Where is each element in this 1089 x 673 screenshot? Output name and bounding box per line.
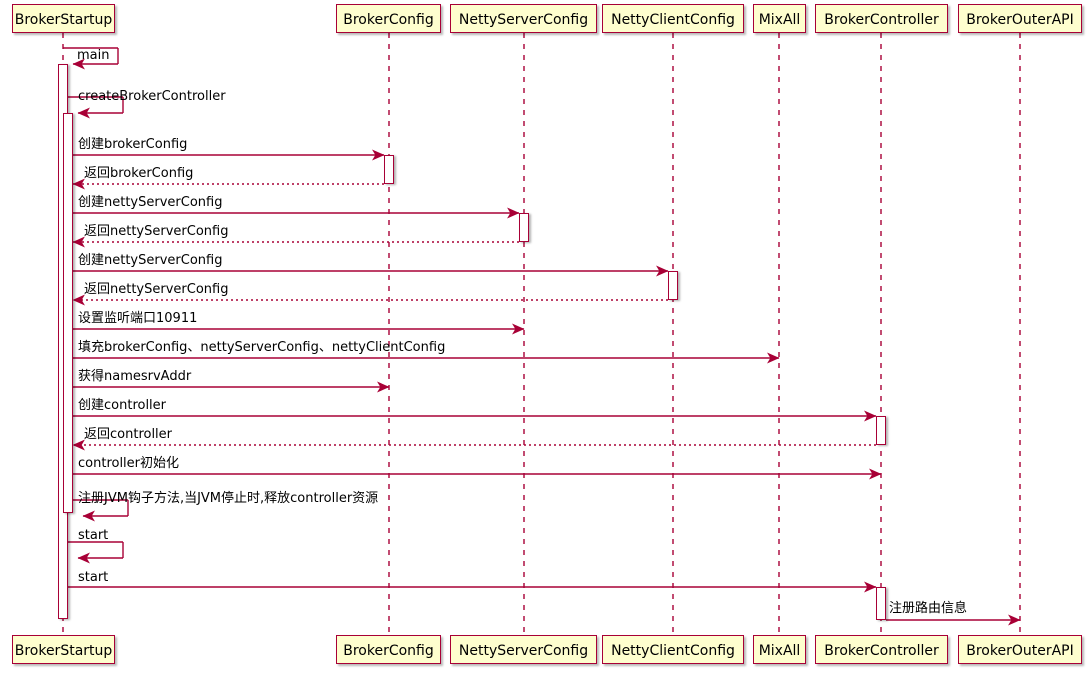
participant-label: NettyServerConfig: [458, 11, 589, 28]
activation-bar-brokerController: [876, 416, 886, 445]
participant-foot-brokerController[interactable]: BrokerController: [815, 635, 948, 664]
participant-foot-mixAll[interactable]: MixAll: [753, 635, 806, 664]
message-label-0: main: [77, 48, 110, 63]
participant-label: NettyClientConfig: [611, 11, 735, 28]
participant-label: BrokerController: [824, 11, 939, 28]
participant-label: MixAll: [758, 11, 801, 28]
participant-label: BrokerOuterAPI: [966, 642, 1074, 659]
message-label-17: 注册路由信息: [889, 601, 968, 616]
messages-group: [63, 47, 1021, 626]
participant-head-nettyServerConfig[interactable]: NettyServerConfig: [450, 4, 597, 33]
participant-label: BrokerOuterAPI: [966, 11, 1074, 28]
participant-foot-brokerConfig[interactable]: BrokerConfig: [336, 635, 441, 664]
lifelines-group: [62, 33, 1021, 635]
participant-label: MixAll: [758, 642, 801, 659]
participant-label: NettyServerConfig: [458, 642, 589, 659]
message-label-4: 创建nettyServerConfig: [78, 195, 223, 210]
message-label-16: start: [78, 570, 109, 585]
participant-foot-brokerStartup[interactable]: BrokerStartup: [12, 635, 115, 664]
message-label-2: 创建brokerConfig: [78, 137, 188, 152]
participant-head-nettyClientConfig[interactable]: NettyClientConfig: [602, 4, 744, 33]
participant-label: BrokerStartup: [14, 11, 113, 28]
participant-head-brokerConfig[interactable]: BrokerConfig: [336, 4, 441, 33]
message-label-9: 填充brokerConfig、nettyServerConfig、nettyCl…: [78, 340, 446, 355]
activation-bar-brokerConfig: [384, 155, 394, 184]
message-label-11: 创建controller: [78, 398, 167, 413]
message-label-14: 注册JVM钩子方法,当JVM停止时,释放controller资源: [78, 491, 379, 506]
participant-foot-nettyClientConfig[interactable]: NettyClientConfig: [602, 635, 744, 664]
participant-label: BrokerConfig: [343, 11, 434, 28]
message-label-12: 返回controller: [84, 427, 173, 442]
participant-label: BrokerController: [824, 642, 939, 659]
message-label-8: 设置监听端口10911: [78, 311, 198, 326]
activation-bar-nettyClientConfig: [668, 271, 678, 300]
participant-head-brokerOuterAPI[interactable]: BrokerOuterAPI: [958, 4, 1082, 33]
message-label-6: 创建nettyServerConfig: [78, 253, 223, 268]
activation-bar-brokerController: [876, 587, 886, 620]
participant-label: NettyClientConfig: [611, 642, 735, 659]
participant-foot-nettyServerConfig[interactable]: NettyServerConfig: [450, 635, 597, 664]
message-label-5: 返回nettyServerConfig: [84, 224, 229, 239]
participant-label: BrokerConfig: [343, 642, 434, 659]
message-label-1: createBrokerController: [78, 89, 226, 104]
message-label-3: 返回brokerConfig: [84, 166, 194, 181]
participant-head-mixAll[interactable]: MixAll: [753, 4, 806, 33]
message-label-13: controller初始化: [78, 456, 180, 471]
participant-head-brokerController[interactable]: BrokerController: [815, 4, 948, 33]
participant-foot-brokerOuterAPI[interactable]: BrokerOuterAPI: [958, 635, 1082, 664]
participant-head-brokerStartup[interactable]: BrokerStartup: [12, 4, 115, 33]
message-label-7: 返回nettyServerConfig: [84, 282, 229, 297]
activation-bar-brokerStartup: [63, 113, 73, 513]
participant-label: BrokerStartup: [14, 642, 113, 659]
message-label-10: 获得namesrvAddr: [78, 369, 192, 384]
message-label-15: start: [78, 528, 109, 543]
activation-bar-nettyServerConfig: [519, 213, 529, 242]
